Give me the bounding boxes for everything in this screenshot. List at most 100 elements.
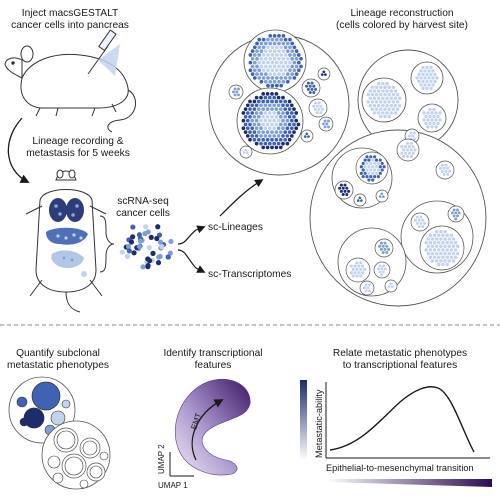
cell [272,49,277,53]
cell [257,76,262,80]
cell [254,111,259,115]
cell [252,107,257,111]
cell [265,130,270,134]
cell [252,53,257,57]
cell [270,60,275,65]
cell [285,103,290,108]
cell [241,118,246,123]
cell [294,111,299,115]
cell [145,256,151,262]
cell [283,53,288,57]
cell [274,60,279,65]
lineage-circle [301,78,321,98]
cell [400,145,404,149]
inject-text: Inject macsGESTALT cancer cells into pan… [11,8,129,31]
cell [373,155,377,159]
cell [263,111,268,115]
cell [279,68,284,73]
cell [427,69,431,73]
cell [441,262,445,267]
cell [283,107,288,111]
cell [430,125,434,129]
cell [441,233,445,238]
cell [380,168,384,172]
cell [270,68,275,73]
cell [351,274,355,278]
cell [276,111,281,115]
cell [255,64,259,69]
cell [405,154,410,159]
cell-group [349,261,367,278]
cell [263,72,268,76]
cell [136,243,142,250]
cell [292,76,297,80]
cell [270,137,274,142]
cell [427,76,431,80]
cell [272,126,277,131]
cell [428,114,432,119]
cell [379,247,383,251]
cell [130,224,136,230]
cell [254,141,259,146]
cell [437,255,441,259]
cell [124,253,131,259]
cell [436,114,440,119]
cell [277,79,281,84]
cell [272,95,277,100]
cell [259,126,263,131]
cell [378,264,382,268]
cell [411,151,415,155]
cell [277,56,281,61]
cell [411,145,415,149]
cell [268,33,273,38]
cell [305,132,309,136]
cell [128,239,135,245]
cell [294,56,299,61]
cell [285,79,290,84]
syringe-icon [87,29,120,76]
cell [419,76,423,80]
cell-group [400,141,417,159]
cell [430,237,435,241]
lineage-circle [375,189,389,203]
cell [274,37,279,42]
cell-group [387,282,394,288]
cell [449,233,454,238]
cell [426,237,431,241]
cell [440,163,444,167]
cell [445,248,449,252]
cell [252,122,257,127]
lineage-circle [353,193,367,207]
cell [266,45,270,50]
cell [387,85,391,90]
cell [368,96,373,101]
cell [452,214,456,218]
cell [363,171,367,175]
cell [379,241,383,245]
phenotype-disc [79,479,89,489]
cell [441,248,445,252]
cell [257,68,262,73]
cell [250,56,255,61]
cell [259,103,263,108]
cell [378,244,382,248]
subclone-phenotype-circles [8,376,111,490]
cell [407,134,411,138]
cell [265,107,270,111]
cell [256,107,261,111]
umap-embedding [174,378,251,476]
cell [322,70,326,74]
cell [434,111,438,115]
cell [278,122,283,127]
cell [261,60,266,65]
cell [447,237,452,241]
sc-lineages-label: sc-Lineages [208,222,263,233]
cell [364,289,368,293]
cell [248,130,252,134]
cell [382,195,385,198]
cell [274,76,279,80]
cell [257,60,262,65]
cell [274,99,279,104]
cell-group [305,81,318,95]
cell [370,107,375,111]
